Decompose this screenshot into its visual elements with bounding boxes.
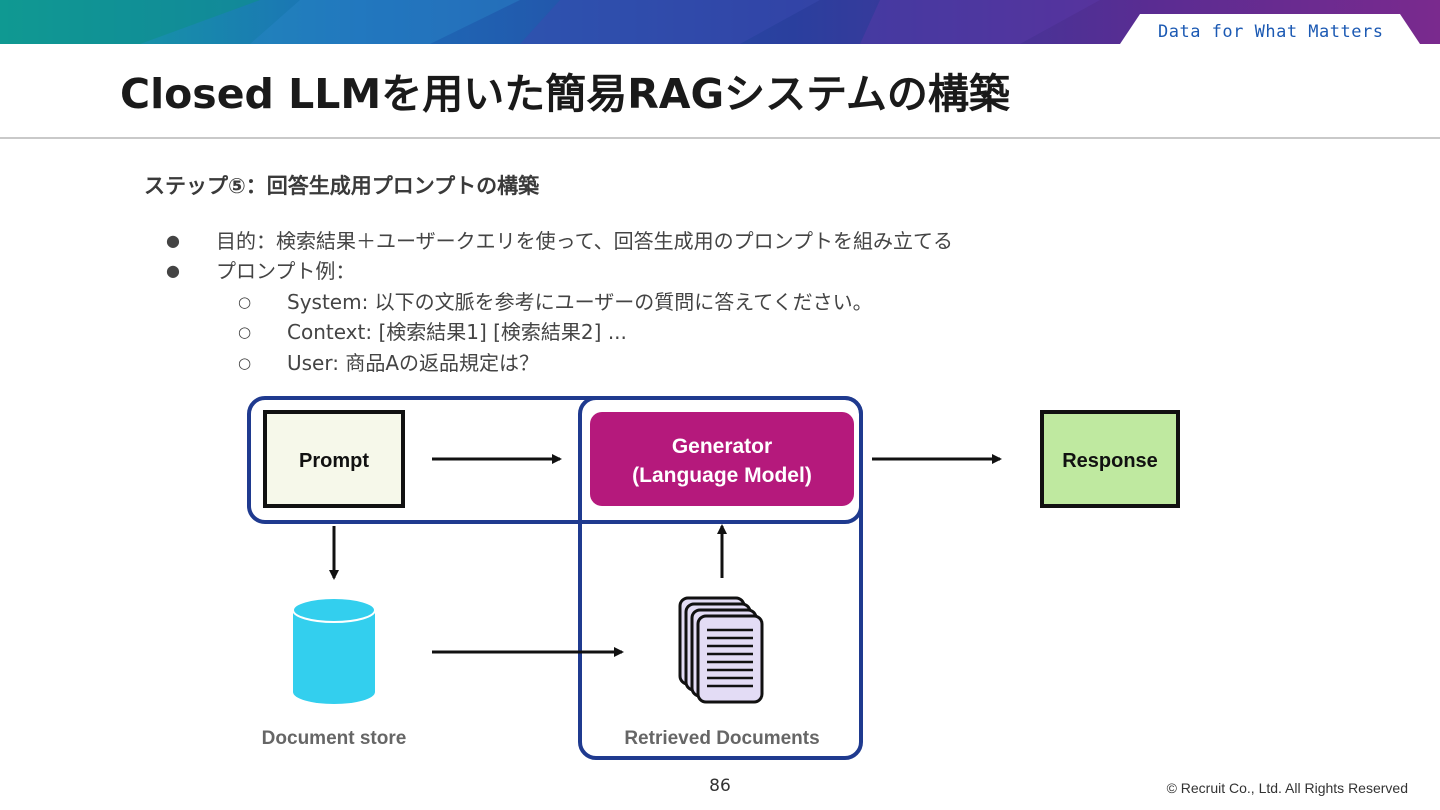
brand-tagline: Data for What Matters: [1158, 22, 1384, 42]
retrieved-documents-label: Retrieved Documents: [624, 728, 819, 749]
sub-bullet-item: ○ System: 以下の文脈を参考にユーザーの質問に答えてください。: [238, 287, 1138, 317]
page-title: Closed LLMを用いた簡易RAGシステムの構築: [120, 70, 1010, 118]
sub-bullet-marker: ○: [238, 354, 252, 372]
documents-stack-icon: [678, 596, 764, 704]
prompt-node: Prompt: [263, 410, 405, 508]
copyright-notice: © Recruit Co., Ltd. All Rights Reserved: [1166, 780, 1408, 796]
sub-bullet-text: User: 商品Aの返品規定は？: [287, 351, 540, 375]
rag-diagram: Prompt Generator (Language Model) Respon…: [247, 396, 1180, 760]
page-number: 86: [709, 776, 731, 796]
generator-label-line2: (Language Model): [632, 464, 812, 487]
sub-bullet-item: ○ Context: [検索結果1] [検索結果2] ...: [238, 317, 1138, 347]
bullet-marker: ●: [166, 231, 180, 250]
sub-bullet-marker: ○: [238, 293, 252, 311]
sub-bullet-item: ○ User: 商品Aの返品規定は？: [238, 348, 1138, 378]
response-label: Response: [1062, 450, 1158, 472]
document-store-label: Document store: [262, 728, 407, 749]
bullet-text: 目的：検索結果＋ユーザークエリを使って、回答生成用のプロンプトを組み立てる: [216, 229, 953, 253]
header-banner: [0, 0, 1440, 44]
sub-bullet-text: System: 以下の文脈を参考にユーザーの質問に答えてください。: [287, 290, 873, 314]
prompt-label: Prompt: [299, 450, 369, 472]
sub-bullet-text: Context: [検索結果1] [検索結果2] ...: [287, 320, 627, 344]
response-node: Response: [1040, 410, 1180, 508]
bullet-marker: ●: [166, 261, 180, 280]
sub-bullet-marker: ○: [238, 323, 252, 341]
step-heading: ステップ⑤：回答生成用プロンプトの構築: [144, 174, 540, 198]
database-icon: [292, 597, 376, 704]
generator-retrieval-frame: [578, 396, 863, 760]
bullet-item: ● 目的：検索結果＋ユーザークエリを使って、回答生成用のプロンプトを組み立てる: [166, 226, 1066, 256]
generator-label-line1: Generator: [672, 435, 772, 458]
bullet-item: ● プロンプト例：: [166, 256, 1066, 286]
title-divider: [0, 137, 1440, 139]
bullet-text: プロンプト例：: [216, 259, 356, 283]
generator-node: Generator (Language Model): [590, 412, 854, 506]
